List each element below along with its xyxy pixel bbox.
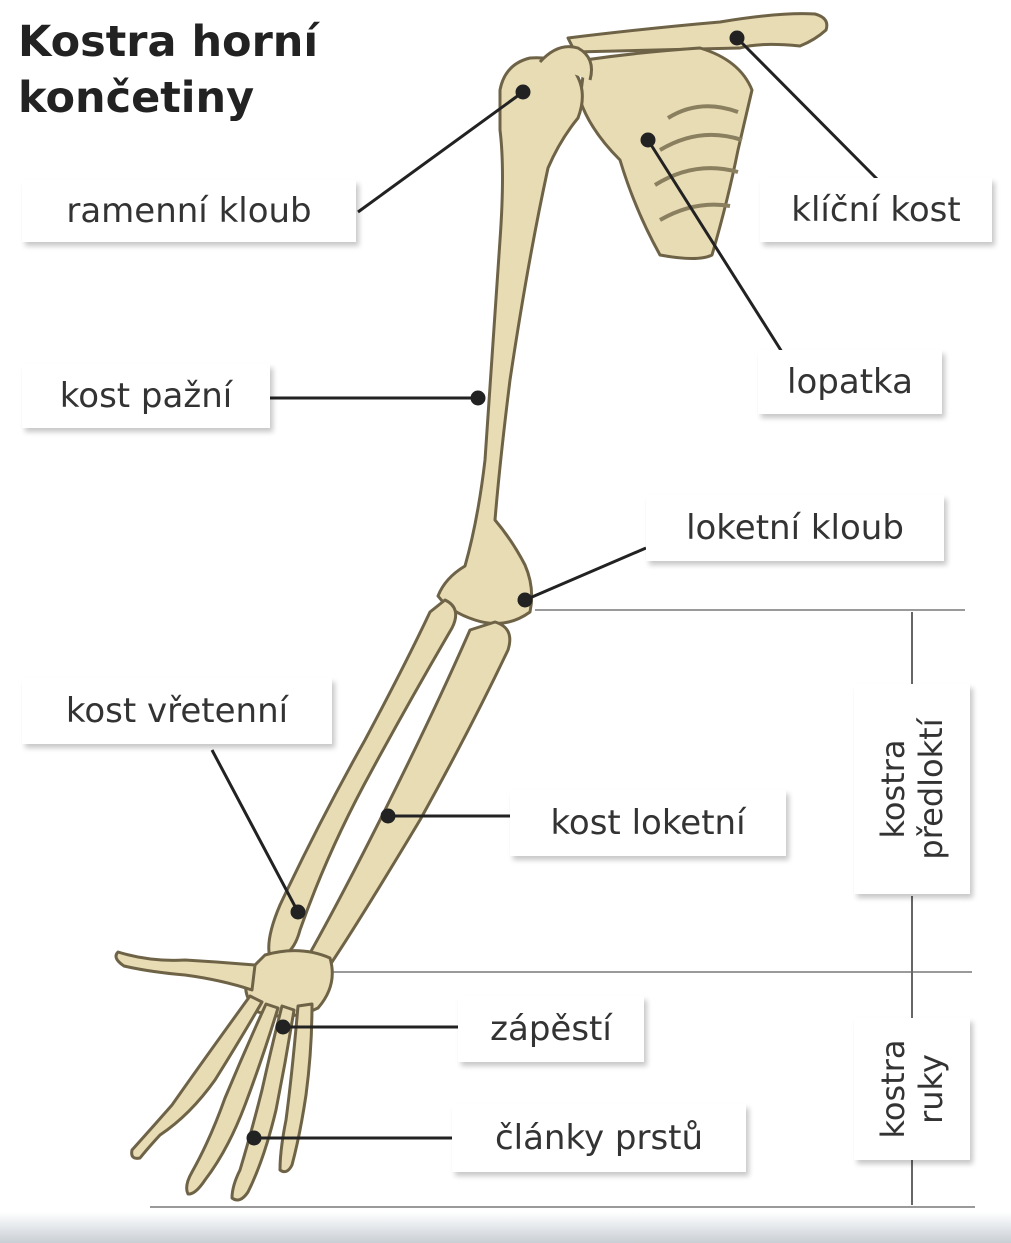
scapula-bone	[580, 48, 752, 259]
label-lopatka: lopatka	[758, 350, 942, 414]
region-predlokti-line-2: předloktí	[912, 718, 950, 859]
region-kostra-ruky: kostra ruky	[854, 1018, 970, 1160]
label-kost-loketni: kost loketní	[510, 790, 786, 856]
label-zapesti: zápěstí	[458, 996, 644, 1062]
bottom-edge	[0, 1212, 1011, 1243]
label-clanky-prstu: články prstů	[452, 1104, 746, 1172]
label-loketni-kloub: loketní kloub	[646, 495, 944, 561]
region-predlokti-line-1: kostra	[874, 718, 912, 859]
region-ruka-line-1: kostra	[874, 1040, 912, 1139]
label-klicni-kost: klíční kost	[760, 178, 992, 242]
label-kost-vretenni: kost vřetenní	[22, 678, 332, 744]
diagram-title: Kostra horní končetiny	[18, 14, 318, 126]
region-kostra-predlokti: kostra předloktí	[854, 684, 970, 894]
label-kost-pazni: kost pažní	[22, 364, 270, 428]
title-line-1: Kostra horní	[18, 14, 318, 70]
region-ruka-line-2: ruky	[912, 1040, 950, 1139]
humerus-bone	[438, 58, 582, 624]
clavicle-bone	[568, 14, 827, 52]
thumb-bones	[116, 952, 255, 990]
label-ramenni-kloub: ramenní kloub	[22, 180, 356, 242]
title-line-2: končetiny	[18, 70, 318, 126]
